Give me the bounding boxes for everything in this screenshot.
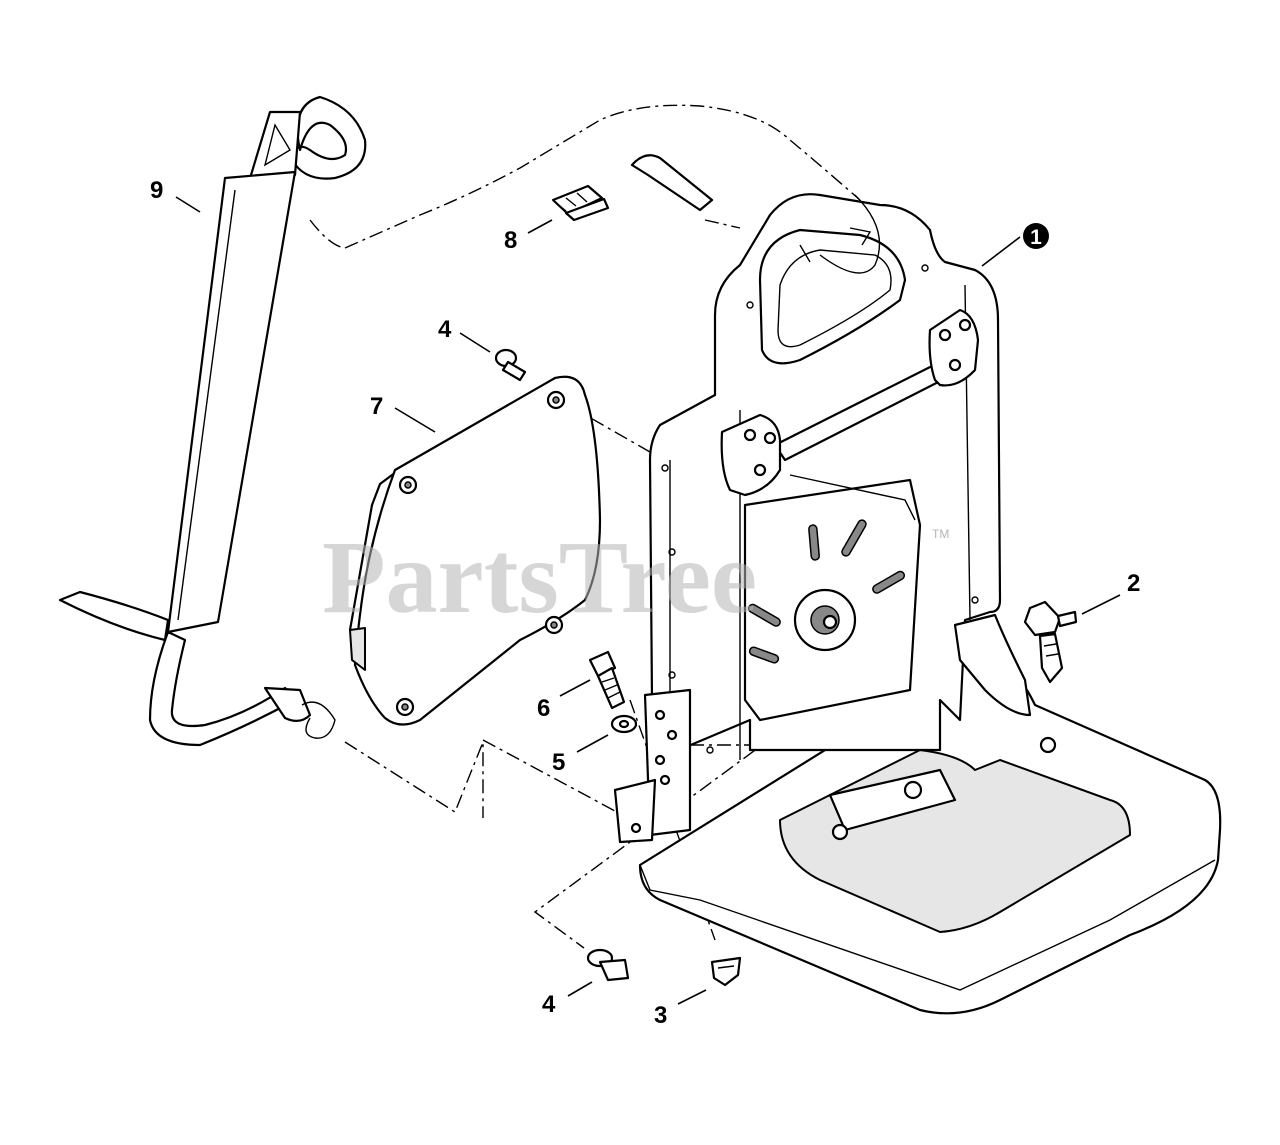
svg-text:TM: TM bbox=[932, 527, 949, 541]
svg-text:PartsTree: PartsTree bbox=[322, 520, 757, 635]
callout-6: 6 bbox=[537, 695, 550, 722]
wing-knob[interactable] bbox=[1023, 600, 1078, 684]
callout-1: 1 bbox=[1023, 223, 1049, 249]
callout-5: 5 bbox=[552, 749, 565, 776]
clip-nut[interactable] bbox=[710, 956, 742, 987]
callout-7: 7 bbox=[370, 393, 383, 420]
push-rivet-upper[interactable] bbox=[494, 348, 527, 382]
callout-4-upper: 4 bbox=[438, 316, 452, 343]
push-rivet-lower[interactable] bbox=[586, 948, 630, 982]
washer[interactable] bbox=[610, 714, 638, 734]
shoulder-strap[interactable] bbox=[58, 95, 367, 747]
svg-text:1: 1 bbox=[1030, 226, 1042, 249]
back-cover-plate[interactable] bbox=[348, 375, 602, 726]
leader-lines bbox=[175, 196, 1121, 1005]
parts-tree-watermark: PartsTree TM bbox=[322, 520, 949, 635]
buckle-clip[interactable] bbox=[551, 154, 714, 222]
callout-2: 2 bbox=[1127, 570, 1140, 597]
bolt[interactable] bbox=[588, 650, 626, 710]
backpack-frame[interactable] bbox=[613, 193, 1222, 1015]
callout-4-lower: 4 bbox=[542, 991, 556, 1018]
callout-8: 8 bbox=[504, 227, 517, 254]
callout-9: 9 bbox=[150, 177, 163, 204]
callout-3: 3 bbox=[654, 1002, 667, 1029]
